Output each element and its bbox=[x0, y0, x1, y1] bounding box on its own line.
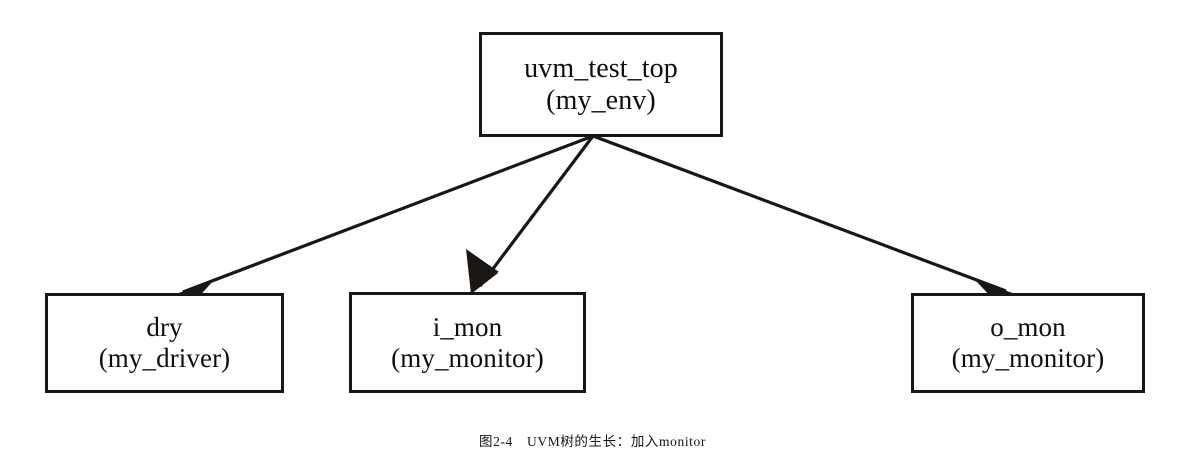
node-o-mon[interactable]: o_mon (my_monitor) bbox=[911, 293, 1145, 393]
node-dry-type: (my_driver) bbox=[98, 343, 231, 373]
edge-root-to-omon bbox=[592, 134, 1021, 301]
node-uvm-test-top[interactable]: uvm_test_top (my_env) bbox=[479, 32, 723, 137]
node-i-mon-type: (my_monitor) bbox=[391, 342, 544, 373]
figure-caption: 图2-4 UVM树的生长：加入monitor bbox=[479, 434, 706, 449]
node-uvm-test-top-type: (my_env) bbox=[546, 84, 656, 116]
edge-root-to-imon bbox=[466, 135, 595, 294]
edge-root-to-driver bbox=[168, 134, 594, 301]
node-o-mon-name: o_mon bbox=[990, 312, 1066, 343]
node-i-mon-name: i_mon bbox=[432, 311, 503, 342]
node-o-mon-type: (my_monitor) bbox=[951, 343, 1105, 373]
node-dry-name: dry bbox=[146, 312, 183, 343]
node-dry[interactable]: dry (my_driver) bbox=[45, 293, 284, 393]
node-i-mon[interactable]: i_mon (my_monitor) bbox=[349, 292, 586, 393]
node-uvm-test-top-name: uvm_test_top bbox=[524, 52, 678, 84]
